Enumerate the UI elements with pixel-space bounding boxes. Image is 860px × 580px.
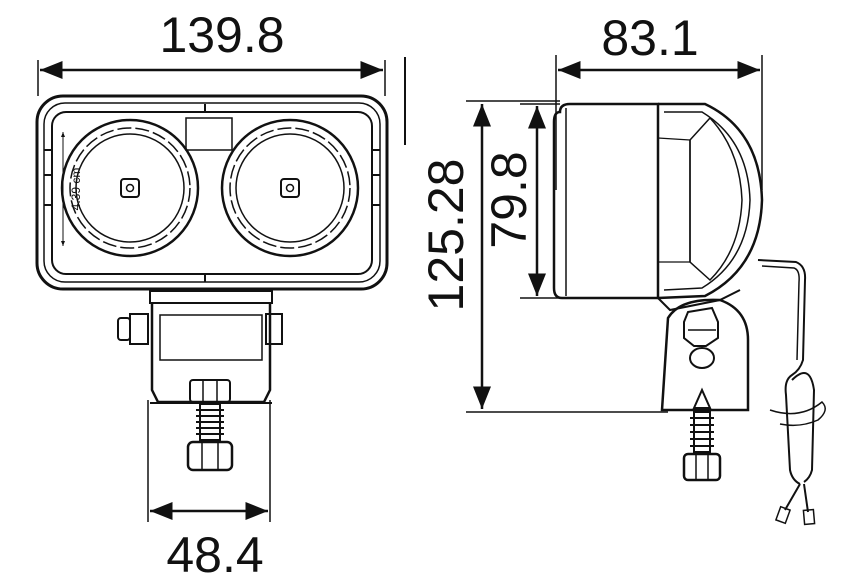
front-view: 4.39 cm xyxy=(35,94,389,472)
lens-height-label: 79.8 xyxy=(481,151,537,248)
width-label: 139.8 xyxy=(159,7,284,63)
front-bezel xyxy=(51,111,373,275)
front-bracket xyxy=(117,290,283,472)
front-housing-outer xyxy=(35,94,389,291)
depth-dimension: 83.1 xyxy=(555,10,763,190)
front-housing-inner xyxy=(43,102,381,283)
lens-diameter-label: 4.39 cm xyxy=(69,168,83,211)
lens-height-dimension: 79.8 xyxy=(481,103,560,299)
depth-label: 83.1 xyxy=(601,10,698,66)
right-lens xyxy=(220,118,360,258)
total-height-label: 125.28 xyxy=(418,159,474,312)
side-view xyxy=(552,102,826,526)
bracket-width-label: 48.4 xyxy=(166,527,263,580)
total-height-dimension: 125.28 xyxy=(418,100,668,413)
width-dimension: 139.8 xyxy=(37,7,386,96)
bracket-width-dimension: 48.4 xyxy=(147,400,271,580)
